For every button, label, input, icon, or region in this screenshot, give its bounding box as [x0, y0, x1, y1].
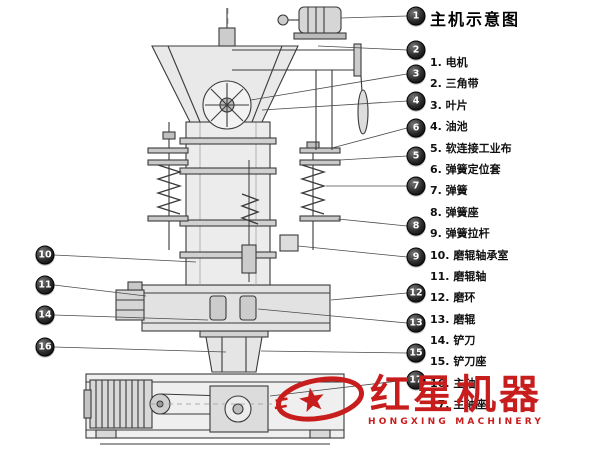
parts-legend: 主机示意图 1. 电机 2. 三角带 3. 叶片 4. 油池 5. 软连接工业布 6. 弹… — [430, 6, 596, 418]
legend-item-9: 9. 弹簧拉杆 — [430, 227, 490, 241]
legend-item-17: 17. 主轴座 — [430, 398, 487, 412]
legend-list: 1. 电机 2. 三角带 3. 叶片 4. 油池 5. 软连接工业布 6. 弹簧定位套 7.… — [430, 54, 596, 418]
legend-item-8: 8. 弹簧座 — [430, 205, 479, 219]
legend-item-12: 12. 磨环 — [430, 291, 476, 305]
legend-title: 主机示意图 — [430, 10, 521, 29]
legend-item-10: 10. 磨辊轴承室 — [430, 248, 509, 262]
legend-item-3: 3. 叶片 — [430, 98, 468, 112]
legend-item-5: 5. 软连接工业布 — [430, 141, 512, 155]
legend-item-13: 13. 磨辊 — [430, 312, 476, 326]
machine-drawing — [53, 6, 408, 445]
legend-item-1: 1. 电机 — [430, 56, 468, 69]
legend-item-11: 11. 磨辊轴 — [430, 269, 487, 283]
legend-item-2: 2. 三角带 — [430, 77, 479, 91]
legend-item-16: 16. 主轴 — [430, 376, 476, 390]
legend-item-7: 7. 弹簧 — [430, 184, 468, 198]
legend-item-14: 14. 铲刀 — [430, 334, 476, 348]
legend-item-15: 15. 铲刀座 — [430, 355, 487, 369]
legend-item-4: 4. 油池 — [430, 120, 468, 134]
legend-item-6: 6. 弹簧定位套 — [430, 162, 501, 176]
